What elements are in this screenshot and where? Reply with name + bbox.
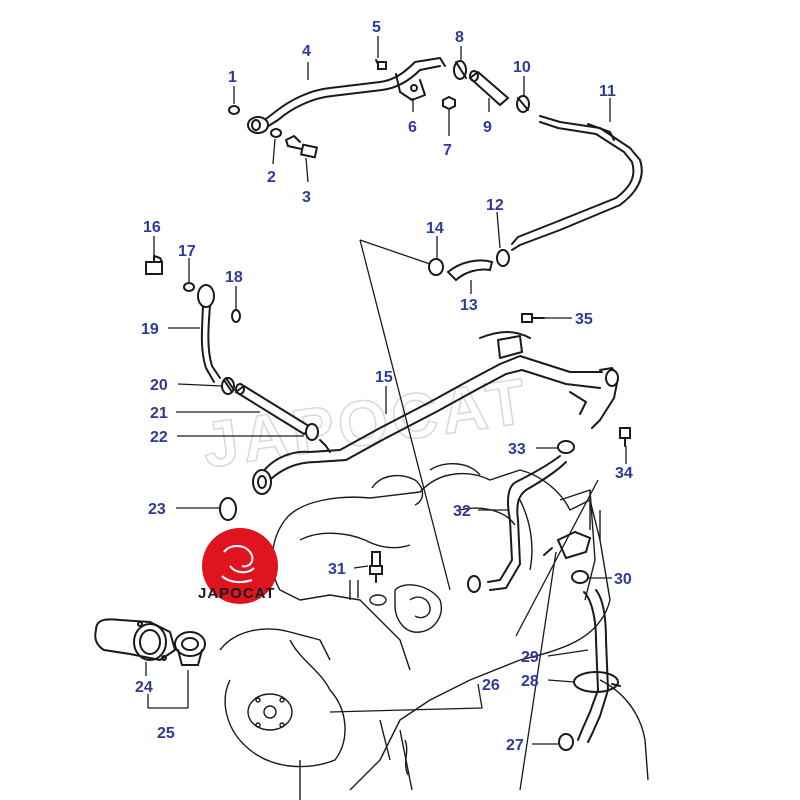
callout-labels: 1 2 3 4 5 6 7 8 9 10 11 12 13 14 15 16 1…: [135, 19, 633, 754]
water-pipe-15: [252, 331, 619, 495]
callout-3: 3: [302, 189, 311, 206]
callout-24: 24: [135, 679, 153, 696]
leader-lines: [145, 36, 627, 791]
callout-4: 4: [302, 43, 311, 60]
thermostat-housing-24: [94, 618, 176, 661]
callout-5: 5: [372, 19, 381, 36]
callout-15: 15: [375, 369, 393, 386]
callout-20: 20: [150, 377, 168, 394]
callout-28: 28: [521, 673, 539, 690]
callout-10: 10: [513, 59, 531, 76]
callout-35: 35: [575, 311, 593, 328]
logo-disc: [202, 528, 278, 604]
callout-26: 26: [482, 677, 500, 694]
callout-12: 12: [486, 197, 504, 214]
right-hose-group: [467, 440, 621, 751]
callout-7: 7: [443, 142, 452, 159]
thermostat-25: [174, 631, 206, 666]
callout-30: 30: [614, 571, 632, 588]
callout-33: 33: [508, 441, 526, 458]
left-pipe-group: [145, 255, 319, 521]
callout-16: 16: [143, 219, 161, 236]
callout-13: 13: [460, 297, 478, 314]
callout-23: 23: [148, 501, 166, 518]
callout-1: 1: [228, 69, 237, 86]
callout-17: 17: [178, 243, 196, 260]
callout-2: 2: [267, 169, 276, 186]
temp-sensor-31: [369, 551, 383, 583]
callout-8: 8: [455, 29, 464, 46]
callout-34: 34: [615, 465, 633, 482]
logo-text: JAPOCAT: [198, 585, 276, 602]
callout-25: 25: [157, 725, 175, 742]
callout-6: 6: [408, 119, 417, 136]
callout-32: 32: [453, 503, 471, 520]
callout-29: 29: [521, 649, 539, 666]
bolt-34: [619, 427, 631, 447]
callout-19: 19: [141, 321, 159, 338]
callout-14: 14: [426, 220, 444, 237]
callout-11: 11: [599, 83, 616, 100]
callout-22: 22: [150, 429, 168, 446]
callout-9: 9: [483, 119, 492, 136]
engine-block: [219, 463, 649, 800]
watermark-text: JAPOCAT: [198, 364, 534, 481]
japocat-logo: JAPOCAT: [198, 528, 278, 604]
callout-18: 18: [225, 269, 243, 286]
callout-31: 31: [328, 561, 346, 578]
callout-27: 27: [506, 737, 524, 754]
callout-21: 21: [150, 405, 168, 422]
upper-bypass-pipe-group: [228, 57, 643, 282]
